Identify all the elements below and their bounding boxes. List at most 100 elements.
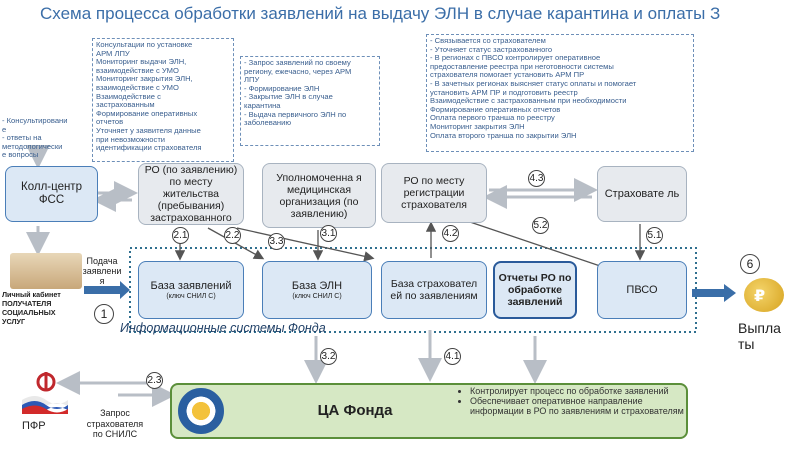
- ro-note-line: Мониторинг выдачи ЭЛН,: [96, 57, 187, 67]
- submit-arrow: [84, 281, 130, 299]
- step-badge: 5.1: [646, 227, 663, 244]
- ro-residence-box[interactable]: РО (по заявлению) по месту жительства (п…: [138, 163, 244, 225]
- step-badge: 6: [740, 254, 760, 274]
- callcenter-note-line: е: [2, 124, 7, 134]
- ro-note-line: Уточняет у заявителя данные: [96, 125, 201, 135]
- step-badge: 3.3: [268, 233, 285, 250]
- ro2-note-line: Мониторинг закрытия ЭЛН: [430, 121, 525, 131]
- callcenter-note-line: е вопросы: [2, 150, 39, 160]
- medorg-note-line: - Запрос заявлений по своему: [244, 58, 351, 67]
- ro2-note-line: - Связывается со страхователем: [430, 36, 546, 45]
- medorg-note-line: заболеванию: [244, 118, 292, 128]
- ro-note-line: Консультации по установке: [96, 40, 193, 49]
- ro2-note-line: - Уточняет статус застрахованного: [430, 44, 553, 54]
- ro-note-line: Формирование оперативных: [96, 108, 198, 118]
- ro-note-line: идентификации страхователя: [96, 143, 202, 153]
- cabinet-line: ПОЛУЧАТЕЛЯ: [2, 299, 52, 308]
- payment-arrow: [692, 284, 736, 302]
- db-eln-key: (ключ СНИЛ С): [292, 292, 342, 300]
- db-eln-label: База ЭЛН: [291, 279, 343, 292]
- pvso-label: ПВСО: [626, 284, 658, 296]
- step-badge: 4.3: [528, 170, 545, 187]
- insurer-label: Страховате ль: [604, 187, 680, 200]
- ro2-note-line: Оплата первого транша по реестру: [430, 113, 555, 123]
- step-badge: 1: [94, 304, 114, 324]
- step-badge: 3.1: [320, 225, 337, 242]
- medorg-note-line: карантина: [244, 100, 281, 110]
- step-badge: 5.2: [532, 217, 549, 234]
- step-badge: 2.2: [224, 227, 241, 244]
- ro-residence-label: РО (по заявлению) по месту жительства (п…: [144, 164, 238, 224]
- pfr-label: ПФР: [22, 420, 46, 432]
- pfr-logo: [20, 372, 70, 414]
- ro-note-line: отчетов: [96, 117, 124, 127]
- ro2-note-line: - В регионах с ПВСО контролирует операти…: [430, 53, 601, 63]
- family-photo: [10, 253, 82, 289]
- payment-label: Выпла ты: [738, 320, 781, 352]
- ro2-notes: - Связывается со страхователем- Уточняет…: [426, 34, 694, 152]
- step-badge: 4.2: [442, 225, 459, 242]
- db-insurers[interactable]: База страховател ей по заявлениям: [381, 261, 487, 319]
- db-insurers-label: База страховател ей по заявлениям: [390, 278, 478, 302]
- ca-duty: Контролирует процесс по обработке заявле…: [470, 386, 688, 396]
- step-badge: 2.3: [146, 372, 163, 389]
- ro2-note-line: Формирование оперативных отчетов: [430, 104, 561, 114]
- ro-note-line: застрахованным: [96, 100, 155, 110]
- medorg-note-line: ЛПУ: [244, 75, 260, 85]
- medorg-note-line: - Закрытие ЭЛН в случае: [244, 92, 333, 102]
- ro-note-line: Взаимодействие с: [96, 91, 161, 101]
- medorg-box[interactable]: Уполномоченна я медицинская организация …: [262, 163, 376, 228]
- cabinet-line: УСЛУГ: [2, 317, 26, 326]
- ro-note-line: Мониторинг закрытия ЭЛН,: [96, 74, 193, 84]
- request-line: страхователя: [86, 418, 144, 429]
- ca-fund-duties: Контролирует процесс по обработке заявле…: [458, 386, 688, 416]
- request-line: Запрос: [100, 408, 130, 418]
- ro2-note-line: Оплата второго транша по закрытии ЭЛН: [430, 130, 577, 140]
- callcenter-note-line: методологически: [2, 141, 63, 151]
- db-applications[interactable]: База заявлений (ключ СНИЛ С): [138, 261, 244, 319]
- step-badge: 3.2: [320, 348, 337, 365]
- medorg-note-line: региону, ежечасно, через АРМ: [244, 66, 352, 76]
- medorg-note-line: - Выдача первичного ЭЛН по: [244, 109, 347, 119]
- request-line: по СНИЛС: [92, 429, 138, 439]
- step-badge: 4.1: [444, 348, 461, 365]
- page-title: Схема процесса обработки заявлений на вы…: [40, 4, 721, 23]
- ca-fund-label: ЦА Фонда: [317, 402, 393, 419]
- ruble-icon: ₽: [754, 288, 766, 305]
- db-applications-label: База заявлений: [150, 279, 232, 292]
- ro-registration-box[interactable]: РО по месту регистрации страхователя: [381, 163, 487, 223]
- callcenter-note-line: - ответы на: [2, 133, 42, 143]
- cabinet-line: СОЦИАЛЬНЫХ: [2, 308, 56, 317]
- ro-note-line: при невозможности: [96, 134, 166, 144]
- medorg-note-line: - Формирование ЭЛН: [244, 83, 320, 93]
- info-systems-label: Информационные системы Фонда: [120, 321, 326, 335]
- ro-reports[interactable]: Отчеты РО по обработке заявлений: [493, 261, 577, 319]
- ro-reports-label: Отчеты РО по обработке заявлений: [498, 272, 572, 308]
- ro-note-line: АРМ ЛПУ: [96, 48, 130, 58]
- ro2-note-line: предоставление реестра при неготовности …: [430, 61, 614, 71]
- callcenter-note-line: - Консультировани: [2, 117, 68, 125]
- coin-icon: [744, 278, 784, 312]
- insurer-box[interactable]: Страховате ль: [597, 166, 687, 222]
- ca-duty: Обеспечивает оперативное направление инф…: [470, 396, 688, 416]
- ca-fund-box[interactable]: [170, 383, 688, 439]
- ro-registration-label: РО по месту регистрации страхователя: [401, 175, 467, 211]
- cabinet-line: Личный кабинет: [2, 290, 61, 299]
- ro2-note-line: Взаимодействие с застрахованным при необ…: [430, 96, 627, 106]
- ro2-note-line: установить АРМ ПР и подготовить реестр: [430, 87, 578, 97]
- pvso-box[interactable]: ПВСО: [597, 261, 687, 319]
- medorg-label: Уполномоченна я медицинская организация …: [276, 171, 362, 220]
- step-badge: 2.1: [172, 227, 189, 244]
- ro-note-line: взаимодействие с УМО: [96, 65, 179, 75]
- callcenter-box[interactable]: Колл-центр ФСС: [5, 166, 98, 222]
- ro2-note-line: страхователя помогает установить АРМ ПР: [430, 70, 585, 80]
- ro-note-line: взаимодействие с УМО: [96, 82, 179, 92]
- callcenter-label: Колл-центр ФСС: [21, 181, 82, 206]
- db-eln[interactable]: База ЭЛН (ключ СНИЛ С): [262, 261, 372, 319]
- submit-label: Подача заявлени я: [82, 256, 122, 286]
